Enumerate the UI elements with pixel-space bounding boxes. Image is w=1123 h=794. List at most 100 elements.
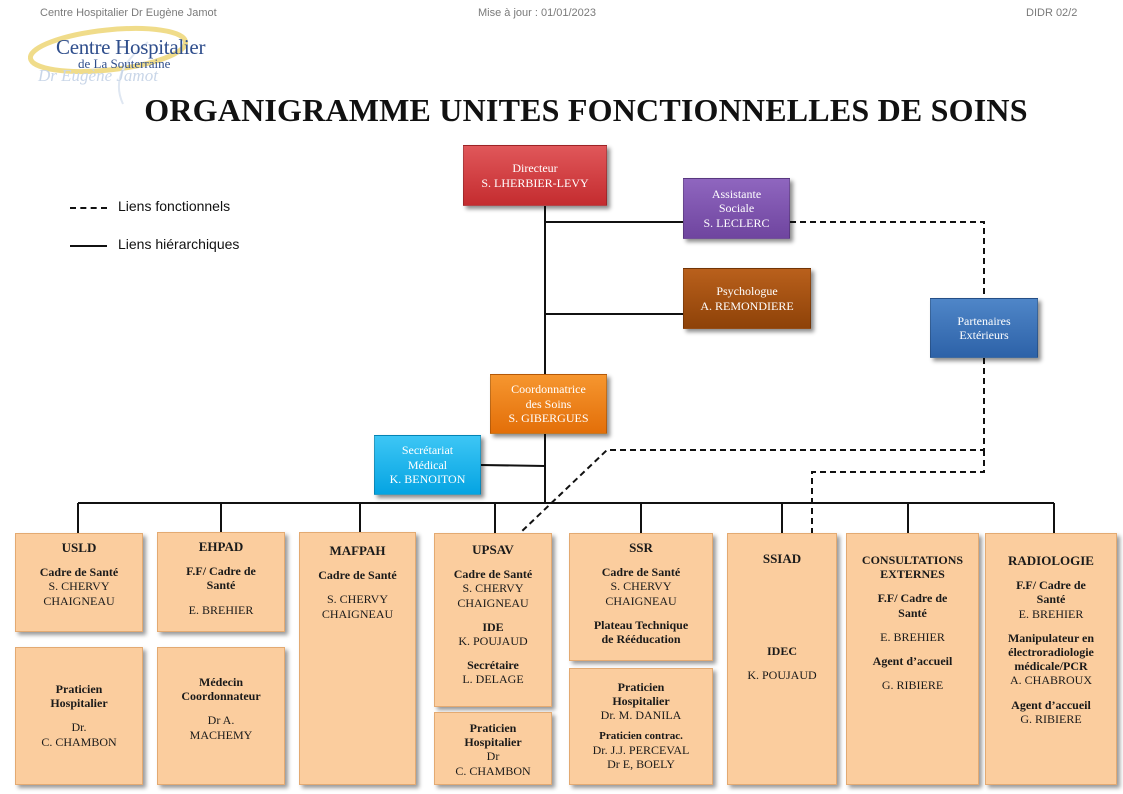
ssr-plateau-2: de Rééducation [601,632,681,647]
logo-swoosh-icon [28,26,189,105]
consult-agent-name: G. RIBIERE [881,678,944,693]
radio-manip-name: A. CHABROUX [1009,673,1092,688]
mafpah-title: MAFPAH [329,543,386,558]
unit-ssiad: SSIAD IDEC K. POUJAUD [727,533,837,785]
unit-ehpad: EHPAD F.F/ Cadre de Santé E. BREHIER [157,532,285,632]
node-care-coordinator: Coordonnatrice des Soins S. GIBERGUES [490,374,607,434]
link-to-secretariat [480,464,546,467]
upsav-ph-role-1: Praticien [469,721,517,735]
upsav-ide-role: IDE [482,619,504,634]
ssiad-role: IDEC [766,644,797,659]
unit-mafpah: MAFPAH Cadre de Santé S. CHERVY CHAIGNEA… [299,532,416,785]
functional-link-partners-ssiad [811,450,985,533]
node-medical-secretariat: Secrétariat Médical K. BENOITON [374,435,481,495]
upsav-secretary-name: L. DELAGE [462,672,524,687]
usld-ph-name-1: Dr. [71,720,87,735]
coordinator-name: S. GIBERGUES [508,411,589,426]
director-name: S. LHERBIER-LEVY [481,175,589,190]
usld-name-2: CHAIGNEAU [43,593,115,608]
legend-functional-label: Liens fonctionnels [118,198,231,214]
unit-upsav: UPSAV Cadre de Santé S. CHERVY CHAIGNEAU… [434,533,552,707]
dashed-line-icon [70,207,107,209]
radio-name: E. BREHIER [1018,606,1084,621]
partners-line-2: Extérieurs [959,328,1009,342]
node-social-worker: Assistante Sociale S. LECLERC [683,178,790,239]
usld-name-1: S. CHERVY [48,579,110,594]
ssr-ph-role-2: Hospitalier [612,694,670,709]
usld-role: Cadre de Santé [39,565,119,580]
usld-ph-role-1: Praticien [55,682,103,696]
upsav-ph-role-2: Hospitalier [464,735,522,750]
usld-ph-name-2: C. CHAMBON [41,734,117,749]
header-update-date: Mise à jour : 01/01/2023 [478,7,597,19]
consult-name: E. BREHIER [880,629,945,644]
ehpad-role-1: F.F/ Cadre de [186,564,256,579]
ssr-title: SSR [629,540,653,555]
ssr-plateau-1: Plateau Technique [593,617,689,632]
hospital-logo: Dr Eugène Jamot Centre Hospitalier de La… [28,22,208,112]
ssr-name-1: S. CHERVY [610,579,672,594]
secretariat-role-1: Secrétariat [401,443,454,458]
consult-title-2: EXTERNES [880,567,945,582]
director-role: Directeur [512,161,558,175]
usld-ph-role-2: Hospitalier [50,696,108,711]
partners-line-1: Partenaires [957,313,1011,328]
radio-manip-1: Manipulateur en [1007,630,1095,645]
upsav-title: UPSAV [472,542,514,557]
radio-title: RADIOLOGIE [1008,553,1094,568]
functional-link-social-partners [790,221,985,298]
ssr-contract-name-1: Dr. J.J. PERCEVAL [592,742,690,757]
upsav-ph-name-2: C. CHAMBON [455,763,531,778]
unit-ssr: SSR Cadre de Santé S. CHERVY CHAIGNEAU P… [569,533,713,661]
mafpah-name-1: S. CHERVY [326,592,389,607]
header-hospital-name: Centre Hospitalier Dr Eugène Jamot [40,7,217,19]
logo-signature: Dr Eugène Jamot [38,66,158,85]
mafpah-role: Cadre de Santé [318,568,397,583]
upsav-name-1: S. CHERVY [462,581,524,596]
radio-manip-2: électroradiologie [1008,645,1094,660]
ssr-name-2: CHAIGNEAU [605,593,677,608]
header-document-ref: DIDR 02/2 [1026,7,1078,19]
consult-agent-role: Agent d’accueil [872,654,953,669]
ehpad-med-role-2: Coordonnateur [181,689,261,704]
radio-role-2: Santé [1036,592,1066,607]
unit-usld-physician: Praticien Hospitalier Dr. C. CHAMBON [15,647,143,785]
consult-role-1: F.F/ Cadre de [877,591,948,606]
unit-ssr-physicians: Praticien Hospitalier Dr. M. DANILA Prat… [569,668,713,785]
upsav-ph-name-1: Dr [486,749,500,764]
ehpad-med-role-1: Médecin [199,675,243,689]
radio-agent-name: G. RIBIERE [1020,711,1082,726]
ehpad-med-name-1: Dr A. [207,713,235,728]
logo-title: Centre Hospitalier [56,35,206,59]
social-name: S. LECLERC [703,215,770,230]
coordinator-role-2: des Soins [525,396,572,411]
ssiad-name: K. POUJAUD [747,668,817,683]
upsav-secretary-role: Secrétaire [467,658,519,673]
upsav-role: Cadre de Santé [453,567,533,582]
upsav-ide-name: K. POUJAUD [458,634,528,649]
ssr-ph-role-1: Praticien [617,680,665,694]
ehpad-name: E. BREHIER [188,602,254,617]
unit-radiology: RADIOLOGIE F.F/ Cadre de Santé E. BREHIE… [985,533,1117,785]
radio-manip-3: médicale/PCR [1014,659,1088,674]
unit-upsav-physician: Praticien Hospitalier Dr C. CHAMBON [434,712,552,785]
legend-hierarchical-label: Liens hiérarchiques [118,236,240,252]
functional-link-partners-upsav [519,358,985,534]
ssr-contract-name-2: Dr E, BOELY [607,757,675,772]
radio-agent-role: Agent d’accueil [1011,697,1091,712]
unit-usld: USLD Cadre de Santé S. CHERVY CHAIGNEAU [15,533,143,632]
node-psychologist: Psychologue A. REMONDIERE [683,268,811,329]
ehpad-role-2: Santé [206,578,236,593]
node-external-partners: Partenaires Extérieurs [930,298,1038,358]
node-director: Directeur S. LHERBIER-LEVY [463,145,607,206]
secretariat-name: K. BENOITON [389,472,466,487]
mafpah-name-2: CHAIGNEAU [321,606,394,621]
psychologist-role: Psychologue [716,284,778,298]
solid-line-icon [70,245,107,247]
consult-title-1: CONSULTATIONS [861,553,964,567]
unit-ehpad-coordinator: Médecin Coordonnateur Dr A. MACHEMY [157,647,285,785]
radio-role-1: F.F/ Cadre de [1016,578,1086,593]
logo-subtitle: de La Souterraine [78,56,171,71]
secretariat-role-2: Médical [407,457,448,472]
